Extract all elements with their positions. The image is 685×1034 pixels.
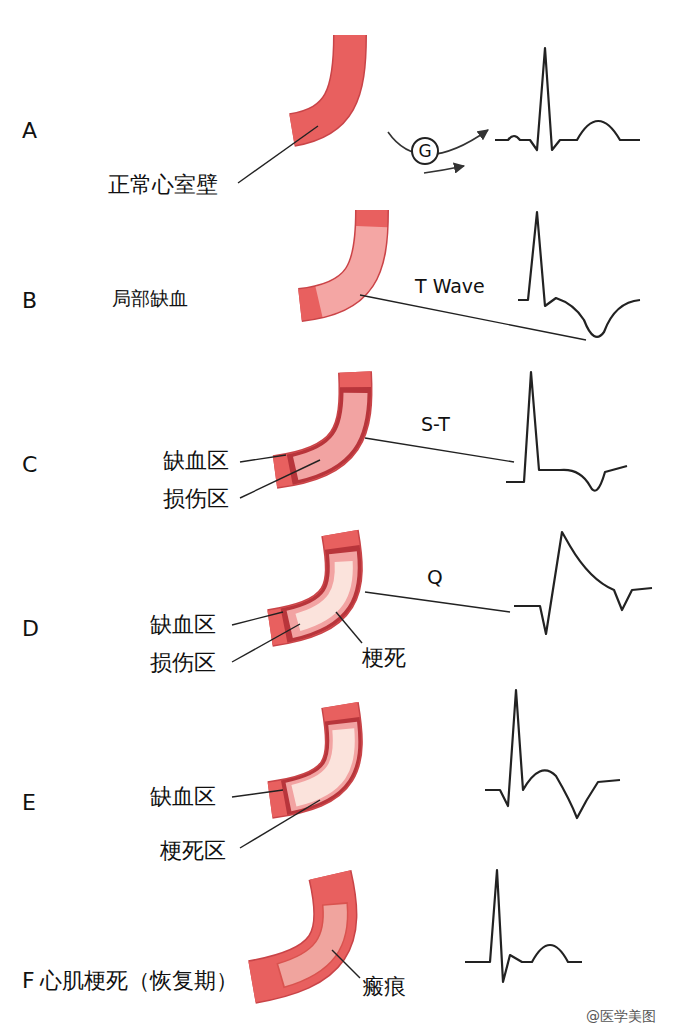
leader-line [232,790,283,797]
zone-label: 缺血区 [150,612,216,637]
ecg-q-wave [514,532,652,634]
row-letter: C [22,452,37,477]
ecg-traces [465,48,652,982]
wall [275,372,356,472]
injury-zone [275,372,356,472]
galvanometer-circle: G [411,137,439,165]
galvanometer-letter: G [418,143,431,160]
zone-label: 缺血区 [163,448,229,473]
wall-edge [300,210,372,305]
row-letter: F [22,968,35,993]
leader-line [365,438,514,462]
leader-line [240,460,320,498]
current-arrow [424,166,464,173]
zone-label: 损伤区 [163,486,229,511]
leader-line [360,295,586,340]
watermark: @医学美图 [586,1008,656,1024]
zone-label: 缺血区 [150,784,216,809]
ischemic-zone-inner [270,705,344,800]
leader-line [238,126,318,183]
injury-zone [270,533,344,628]
wave-label: S-T [418,414,453,436]
leader-line [240,800,320,848]
row-letter: E [22,790,36,815]
leader-lines [232,126,586,978]
ecg-recovery [465,870,582,982]
zone-label: 损伤区 [150,650,216,675]
wall-edge [270,533,344,628]
row-letter: D [22,616,39,641]
infarct-zone [270,705,344,800]
scar [252,875,335,982]
leader-line [232,624,300,662]
wall [270,533,344,628]
galvanometer-arrows [388,130,488,173]
infarct-zone [270,533,344,628]
wall-edge [275,372,356,472]
part-label: 瘢痕 [362,974,406,999]
ventricle-walls [252,35,372,982]
ischemic-zone [300,210,372,305]
wall-edge [252,875,335,982]
leader-line [336,612,362,643]
row-letter: A [22,118,37,143]
leader-line [365,592,510,612]
wall [252,875,335,982]
wall [270,705,344,800]
ischemic-zone [270,533,344,628]
ischemic-zone [270,705,344,800]
wave-label: Q [424,566,446,589]
ecg-st-change [506,372,627,491]
leader-line [240,455,286,462]
wall [300,210,372,305]
leader-line [232,612,283,625]
wave-label: T Wave [412,276,488,298]
zone-label: 梗死区 [160,838,226,863]
normal-wall [292,35,350,130]
zone-label: 梗死 [362,645,406,670]
row-title: 心肌梗死（恢复期） [40,968,238,993]
row-title: 局部缺血 [112,288,188,310]
part-label: 正常心室壁 [108,172,218,197]
leader-line [332,950,360,978]
ecg-infarct [485,690,620,818]
wall-edge [292,35,350,130]
ecg-t-inversion [518,212,640,337]
row-letter: B [22,288,37,313]
wall-edge [270,705,344,800]
scar-edge [252,875,335,982]
ecg-normal [495,48,640,150]
ischemic-zone [275,372,356,472]
